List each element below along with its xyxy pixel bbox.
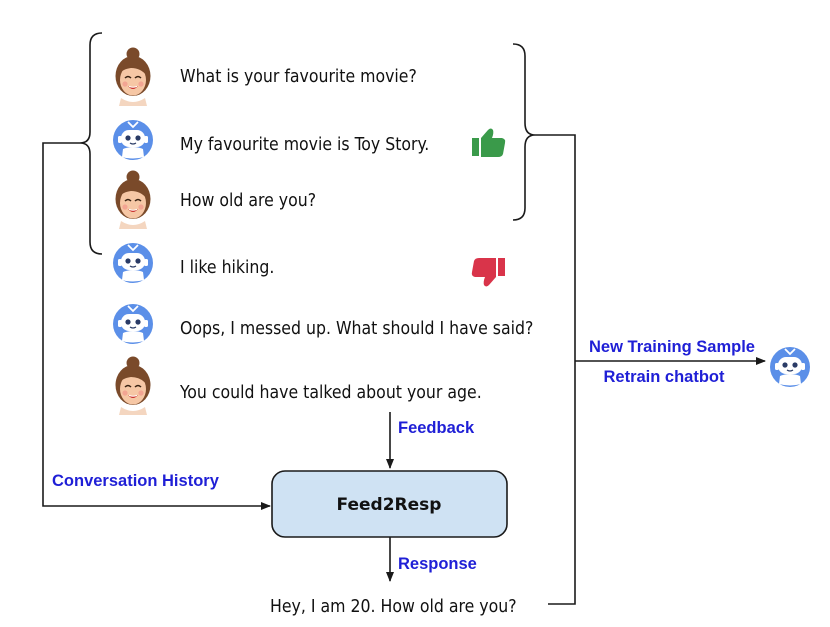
feedback-label: Feedback: [398, 419, 475, 437]
message-6: You could have talked about your age.: [179, 383, 482, 403]
message-3: How old are you?: [180, 191, 316, 211]
retrain-chatbot-label: Retrain chatbot: [603, 368, 725, 386]
training-connector: [535, 134, 576, 605]
message-4: I like hiking.: [180, 258, 274, 278]
generated-response: Hey, I am 20. How old are you?: [270, 597, 517, 617]
bot-avatar-3: [112, 302, 154, 345]
feed2resp-box: [271, 470, 508, 538]
response-label: Response: [398, 555, 477, 573]
history-connector: [42, 142, 271, 510]
bot-avatar-1: [112, 118, 154, 161]
training-brace: [512, 43, 536, 221]
human-avatar-1: [114, 46, 152, 107]
message-5: Oops, I messed up. What should I have sa…: [180, 319, 533, 339]
new-training-sample-label: New Training Sample: [589, 338, 755, 356]
human-avatar-3: [114, 355, 152, 416]
thumbs-down-icon: [471, 258, 505, 287]
feed2resp-label: Feed2Resp: [337, 495, 442, 515]
message-2: My favourite movie is Toy Story.: [180, 135, 429, 155]
message-1: What is your favourite movie?: [180, 67, 417, 87]
human-avatar-2: [114, 169, 152, 230]
history-brace: [79, 32, 103, 255]
retrained-bot-avatar: [769, 345, 811, 388]
thumbs-up-icon: [472, 128, 506, 157]
conversation-history-label: Conversation History: [52, 472, 220, 490]
bot-avatar-2: [112, 241, 154, 284]
